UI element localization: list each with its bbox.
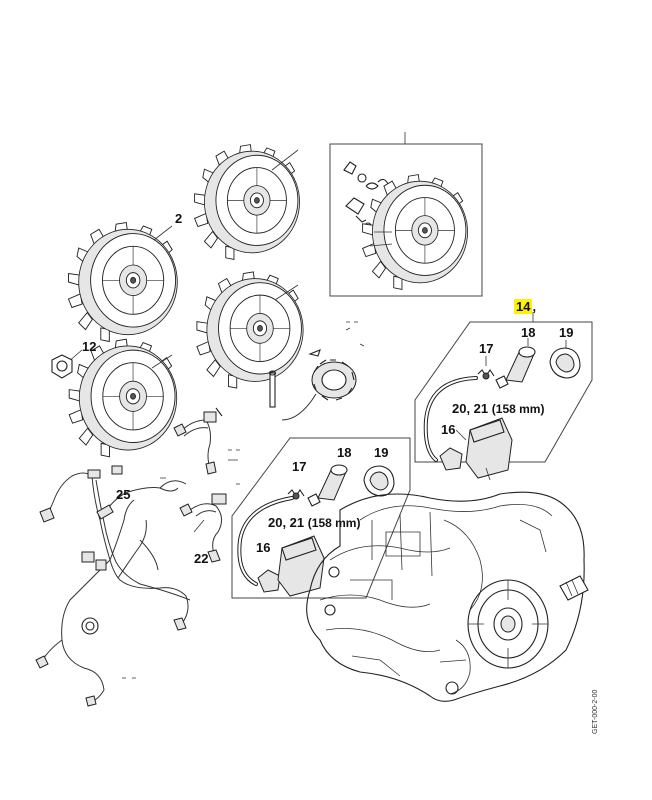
label-boot-left: 18 xyxy=(337,445,352,460)
label-coil-right: 16 xyxy=(441,422,456,437)
leader-flywheel-top xyxy=(271,149,299,171)
flywheel-lower xyxy=(68,338,178,458)
label-lead-left: 20, 21 (158 mm) xyxy=(268,515,361,531)
assembly-box-top xyxy=(329,132,483,297)
ignition-box-right xyxy=(414,312,593,481)
pin xyxy=(268,370,277,408)
leader-flywheel-mid xyxy=(274,284,299,301)
stator xyxy=(281,327,365,421)
label-cap-left: 19 xyxy=(374,445,389,460)
drawing-code: GET-000-2-00 xyxy=(592,689,599,734)
flywheel-2 xyxy=(68,222,178,342)
leader-2 xyxy=(153,225,173,241)
label-ground-wire: 22 xyxy=(194,551,209,566)
leader-flywheel-low xyxy=(151,354,173,369)
label-spring-right: 17 xyxy=(479,341,494,356)
label-lead-right: 20, 21 (158 mm) xyxy=(452,401,545,417)
label-nut: 12 xyxy=(82,339,97,354)
nut-12 xyxy=(51,349,83,379)
label-flywheel: 2 xyxy=(175,211,183,226)
dash-marks xyxy=(122,321,358,679)
highlight-marker: 14 xyxy=(514,299,533,314)
flywheel-top xyxy=(194,144,301,260)
label-boot-right: 18 xyxy=(521,325,536,340)
ground-wire-upper xyxy=(173,407,223,475)
label-item-highlighted: 14, xyxy=(514,299,537,314)
label-cap-right: 19 xyxy=(559,325,574,340)
engine-crankcase xyxy=(306,491,589,702)
label-harness: 25 xyxy=(116,487,131,502)
flywheel-middle xyxy=(196,271,304,389)
wiring-harness xyxy=(35,465,191,707)
ground-wire-22 xyxy=(179,493,227,563)
label-coil-left: 16 xyxy=(256,540,271,555)
label-spring-left: 17 xyxy=(292,459,307,474)
